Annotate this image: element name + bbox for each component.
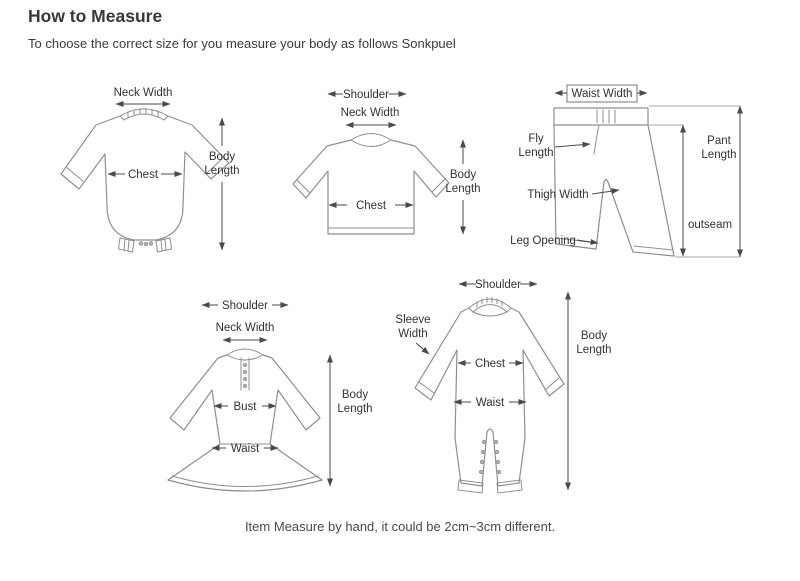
outseam-label: outseam bbox=[688, 219, 732, 231]
dress-placket bbox=[240, 357, 250, 391]
snap-button bbox=[496, 469, 502, 475]
dress-dimensions: Shoulder Neck Width Bust Waist Body Leng… bbox=[201, 300, 373, 487]
snap-button bbox=[143, 241, 149, 247]
dimension-guides bbox=[649, 105, 740, 258]
shorts-legs-outline bbox=[553, 124, 675, 257]
neck-width-label: Neck Width bbox=[341, 107, 400, 119]
snap-button bbox=[495, 459, 501, 465]
bodysuit-dimensions: Neck Width Chest Body Length bbox=[107, 87, 240, 251]
leg-opening-label: Leg Opening bbox=[510, 235, 576, 247]
snap-button bbox=[493, 439, 499, 445]
sleeve-width-label-line1: Sleeve bbox=[395, 314, 430, 326]
bodysuit-sleeve-cuffs bbox=[65, 157, 224, 182]
body-length-label-line1: Body bbox=[581, 330, 607, 342]
tshirt-drawing bbox=[292, 133, 450, 235]
body-length-label-line1: Body bbox=[209, 151, 235, 163]
tshirt-diagram: Shoulder Neck Width Chest Body Length bbox=[292, 89, 481, 235]
body-length-label-line2: Length bbox=[204, 165, 239, 177]
waist-label: Waist bbox=[476, 397, 505, 409]
button bbox=[243, 384, 248, 389]
bust-label: Bust bbox=[233, 401, 257, 413]
romper-diagram: Shoulder Sleeve Width Chest Waist Body L… bbox=[395, 279, 612, 494]
button bbox=[243, 370, 248, 375]
thigh-width-label: Thigh Width bbox=[527, 189, 588, 201]
romper-sleeve-cuffs bbox=[418, 377, 560, 394]
tshirt-sleeve-cuffs bbox=[296, 178, 446, 194]
romper-dimensions: Shoulder Sleeve Width Chest Waist Body L… bbox=[395, 279, 612, 491]
measurement-disclaimer: Item Measure by hand, it could be 2cm~3c… bbox=[244, 519, 556, 534]
leg-opening-arrow bbox=[576, 238, 599, 245]
pant-length-label-line2: Length bbox=[701, 149, 736, 161]
body-length-label-line2: Length bbox=[337, 403, 372, 415]
sleeve-width-arrow bbox=[415, 342, 430, 355]
neck-width-label: Neck Width bbox=[216, 322, 275, 334]
snap-button bbox=[479, 459, 485, 465]
bodysuit-collar-ribs bbox=[127, 108, 159, 119]
chest-label: Chest bbox=[128, 169, 159, 181]
chest-label: Chest bbox=[475, 358, 506, 370]
tshirt-collar bbox=[350, 133, 392, 147]
shorts-waistband bbox=[553, 107, 649, 126]
dress-collar bbox=[226, 348, 264, 361]
tshirt-dimensions: Shoulder Neck Width Chest Body Length bbox=[327, 89, 481, 235]
snap-button bbox=[478, 469, 484, 475]
tshirt-outline bbox=[292, 139, 450, 235]
body-length-label-line1: Body bbox=[342, 389, 368, 401]
dress-outline bbox=[167, 354, 323, 492]
snap-button bbox=[494, 449, 500, 455]
shorts-diagram: Waist Width Fly Length Thigh Width Leg O… bbox=[510, 84, 743, 258]
dress-hem-inner bbox=[171, 475, 319, 487]
fly-length-arrow bbox=[554, 141, 591, 148]
body-length-label-line2: Length bbox=[445, 183, 480, 195]
snap-button bbox=[148, 241, 154, 246]
shorts-fly-line bbox=[593, 124, 600, 155]
romper-collar-ribs bbox=[476, 297, 503, 308]
pant-length-label-line1: Pant bbox=[707, 135, 731, 147]
page-title: How to Measure bbox=[28, 6, 163, 26]
sleeve-width-label-line2: Width bbox=[398, 328, 427, 340]
button bbox=[243, 363, 248, 368]
romper-outline bbox=[414, 307, 565, 487]
body-length-label-line2: Length bbox=[576, 344, 611, 356]
waist-label: Waist bbox=[231, 443, 260, 455]
bodysuit-leg-cuffs bbox=[117, 237, 173, 253]
snap-button bbox=[481, 439, 487, 445]
thigh-width-arrow bbox=[591, 188, 620, 195]
shoulder-label: Shoulder bbox=[222, 300, 268, 312]
chest-label: Chest bbox=[356, 200, 387, 212]
shorts-dimensions: Waist Width Fly Length Thigh Width Leg O… bbox=[510, 84, 743, 258]
bodysuit-diagram: Neck Width Chest Body Length bbox=[60, 87, 240, 253]
dress-drawing bbox=[167, 348, 323, 492]
bodysuit-outline bbox=[60, 115, 230, 241]
snap-button bbox=[138, 241, 144, 246]
dress-diagram: Shoulder Neck Width Bust Waist Body Leng… bbox=[167, 300, 373, 492]
waist-width-label: Waist Width bbox=[572, 88, 633, 100]
button bbox=[243, 377, 248, 382]
page-subtitle: To choose the correct size for you measu… bbox=[28, 36, 456, 51]
body-length-label-line1: Body bbox=[450, 169, 476, 181]
shoulder-label: Shoulder bbox=[475, 279, 521, 291]
shoulder-label: Shoulder bbox=[343, 89, 389, 101]
romper-front-neck bbox=[472, 311, 508, 317]
bodysuit-drawing bbox=[60, 108, 230, 253]
shorts-waistband-ribs bbox=[596, 109, 616, 124]
bodysuit-collar bbox=[119, 108, 169, 121]
snap-button bbox=[480, 449, 486, 455]
romper-drawing bbox=[414, 297, 565, 494]
neck-width-label: Neck Width bbox=[114, 87, 173, 99]
fly-length-label-line2: Length bbox=[518, 147, 553, 159]
romper-collar bbox=[468, 298, 512, 313]
fly-length-label-line1: Fly bbox=[528, 133, 544, 145]
romper-foot-cuffs bbox=[457, 479, 523, 494]
shorts-drawing bbox=[553, 107, 675, 257]
